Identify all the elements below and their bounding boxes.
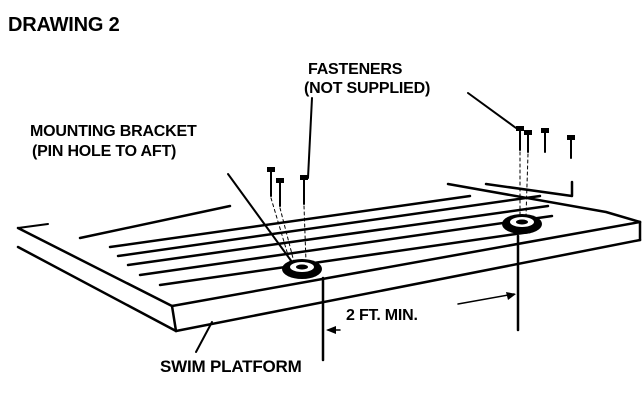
mounting-bracket-right bbox=[502, 214, 542, 234]
bracket-label-line2: (PIN HOLE TO AFT) bbox=[32, 143, 176, 160]
spacing-dimension bbox=[321, 234, 520, 362]
leader-lines bbox=[195, 92, 517, 353]
platform-label: SWIM PLATFORM bbox=[160, 357, 302, 376]
spacing-label: 2 FT. MIN. bbox=[346, 307, 418, 324]
fasteners-left bbox=[267, 167, 308, 263]
platform-slats bbox=[108, 180, 574, 287]
fasteners-right bbox=[516, 126, 575, 217]
bracket-label-line1: MOUNTING BRACKET bbox=[30, 123, 197, 140]
fasteners-label-line2: (NOT SUPPLIED) bbox=[304, 80, 430, 97]
fasteners-label-line1: FASTENERS bbox=[308, 61, 403, 78]
mounting-bracket-left bbox=[282, 259, 322, 279]
swim-platform bbox=[16, 182, 642, 333]
drawing-title: DRAWING 2 bbox=[8, 14, 120, 36]
